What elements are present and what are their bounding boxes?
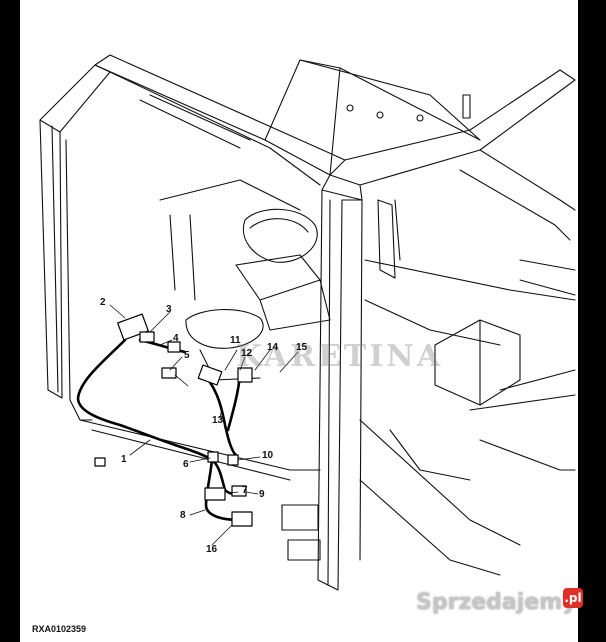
cab-floor <box>79 259 576 576</box>
callout-1: 1 <box>121 454 127 465</box>
callout-4: 4 <box>173 333 179 344</box>
harness-connectors <box>94 313 253 527</box>
callout-11: 11 <box>230 335 241 346</box>
callout-6: 6 <box>183 459 189 470</box>
callout-10: 10 <box>262 450 274 461</box>
site-watermark: Sprzedajemy <box>416 590 577 615</box>
left-border-bar <box>0 0 20 642</box>
leader-lines <box>109 304 299 546</box>
callout-8: 8 <box>180 510 186 521</box>
cab-frame-left-pillar <box>39 64 111 421</box>
callout-3: 3 <box>166 304 172 315</box>
callout-2: 2 <box>100 297 106 308</box>
callout-7: 7 <box>242 485 248 496</box>
cab-frame-rear-pillar <box>317 149 576 591</box>
right-border-bar <box>578 0 606 642</box>
callout-16: 16 <box>206 544 218 555</box>
callout-14: 14 <box>267 342 279 353</box>
callout-15: 15 <box>296 342 308 353</box>
callout-12: 12 <box>241 348 253 359</box>
site-watermark-badge: .pl <box>563 588 583 608</box>
cab-frame-roof <box>94 54 576 201</box>
figure-code: RXA0102359 <box>32 624 87 634</box>
callout-13: 13 <box>212 415 224 426</box>
callout-9: 9 <box>259 489 265 500</box>
callout-5: 5 <box>184 350 190 361</box>
brand-watermark: KARETINA <box>236 339 443 374</box>
